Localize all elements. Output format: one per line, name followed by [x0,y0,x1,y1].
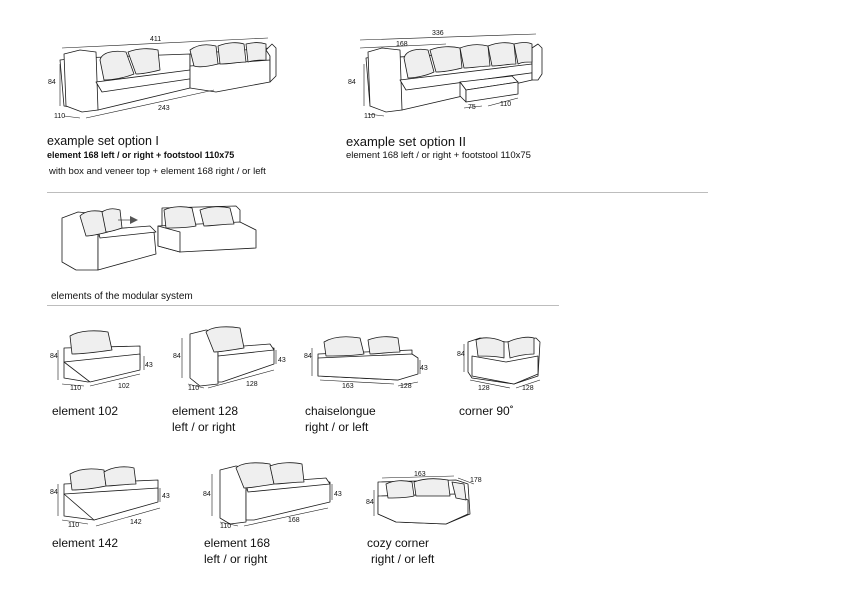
chaiselongue-drawing: 84 43 163 128 [304,336,428,390]
dim-411: 411 [150,36,161,43]
e128-d: 110 [188,385,199,392]
option1-title: example set option I [47,134,159,148]
dim-stool-110: 110 [500,101,511,108]
e142-seat: 43 [162,493,170,500]
cozy-w: 163 [414,471,426,478]
e142-w: 142 [130,519,142,526]
element-128-label: element 128 left / or right [172,403,238,435]
e128-w: 128 [246,381,258,388]
element-128-name: element 128 [172,404,239,418]
corner-a: 128 [478,385,490,392]
element-168-name: element 168 [204,536,271,550]
corner-90-label: corner 90˚ [459,404,514,418]
e102-w: 102 [118,383,130,390]
dim-336: 336 [432,30,444,37]
e102-seat: 43 [145,362,153,369]
option2-line1: element 168 left / or right + footstool … [346,150,531,161]
corner-90-drawing: 84 128 128 [457,336,541,392]
chaise-h: 84 [304,353,312,360]
e142-h: 84 [50,489,58,496]
chaise-seat: 43 [420,365,428,372]
e168-d: 110 [220,523,231,530]
option2-title: example set option II [346,134,466,149]
e128-h: 84 [173,353,181,360]
option2-caption: example set option II element 168 left /… [346,134,531,162]
element-168-drawing: 84 43 110 168 [203,462,342,530]
chaise-d: 128 [400,383,412,390]
option1-drawing: 411 84 110 243 [48,36,277,120]
modular-drawing [61,205,257,271]
e102-d: 110 [70,385,81,392]
element-168-label: element 168 left / or right [204,535,270,567]
option1-line1: element 168 left / or right + footstool … [47,150,235,160]
element-128-drawing: 84 43 110 128 [173,326,286,392]
cozy-d: 178 [470,477,482,484]
element-102-label: element 102 [52,404,119,418]
chaiselongue-name: chaiselongue [305,404,376,418]
chaiselongue-label: chaiselongue right / or left [305,403,376,435]
cozy-corner-side: right / or left [371,552,435,566]
dim-168: 168 [396,41,408,48]
divider-top [47,192,708,193]
dim-243: 243 [158,105,170,112]
e142-d: 110 [68,522,79,529]
chaise-w: 163 [342,383,354,390]
cozy-corner-label: cozy corner right / or left [367,535,434,567]
element-128-side: left / or right [172,420,236,434]
element-142-drawing: 84 43 110 142 [50,466,170,529]
corner-h: 84 [457,351,465,358]
chaiselongue-side: right / or left [305,420,369,434]
e168-h: 84 [203,491,211,498]
element-142-label: element 142 [52,536,119,550]
element-102-drawing: 84 43 110 102 [50,330,153,392]
dim-110: 110 [364,113,375,120]
dim-75: 75 [468,104,476,111]
e102-h: 84 [50,353,58,360]
option1-caption: example set option I element 168 left / … [47,134,266,178]
divider-modular [47,305,559,306]
cozy-corner-drawing: 163 178 84 [366,471,482,525]
dim-110: 110 [54,113,65,120]
element-168-side: left / or right [204,552,268,566]
modular-label: elements of the modular system [51,291,193,302]
corner-b: 128 [522,385,534,392]
option2-drawing: 336 168 84 110 75 110 [348,30,543,120]
cozy-corner-name: cozy corner [367,536,430,550]
cozy-h: 84 [366,499,374,506]
dim-84: 84 [48,79,56,86]
e128-seat: 43 [278,357,286,364]
dim-84: 84 [348,79,356,86]
e168-w: 168 [288,517,300,524]
option1-line2: with box and veneer top + element 168 ri… [49,166,266,177]
e168-seat: 43 [334,491,342,498]
